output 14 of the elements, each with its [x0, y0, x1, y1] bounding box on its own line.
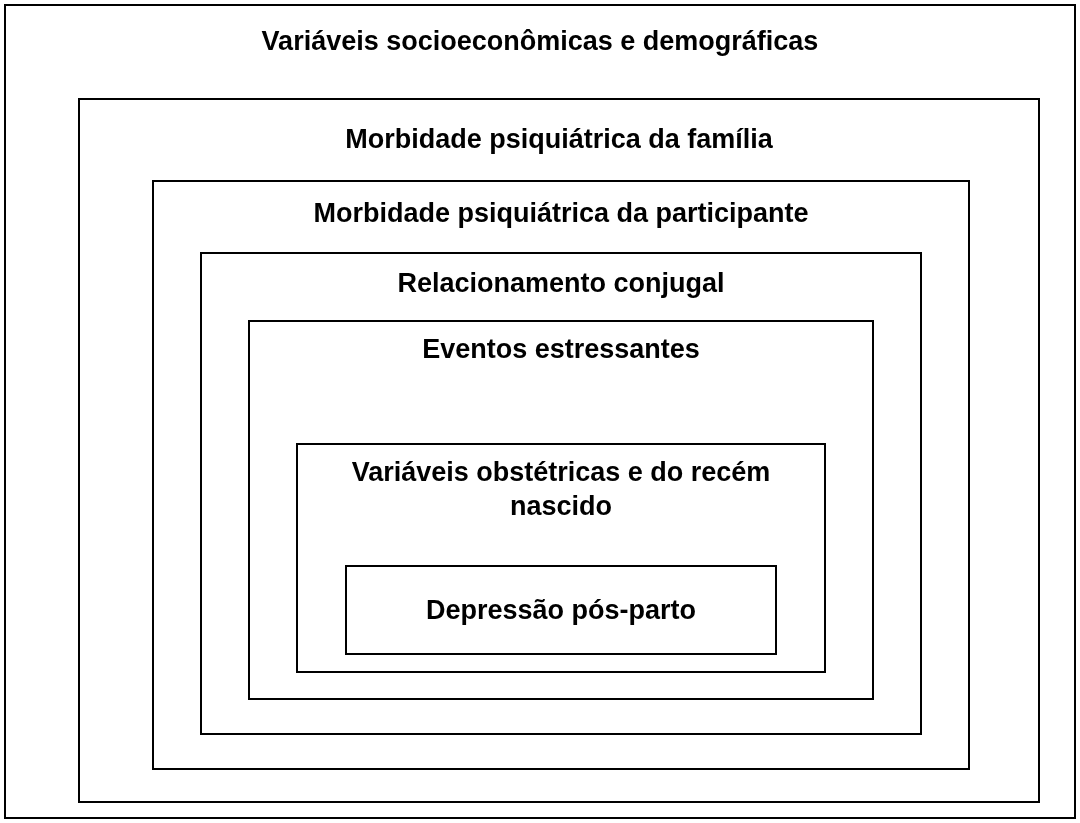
nested-box [200, 252, 922, 735]
nested-box [248, 320, 874, 700]
nested-box [296, 443, 826, 673]
nested-box [152, 180, 970, 770]
box-title: Depressão pós-parto [424, 594, 698, 627]
nested-box [345, 565, 777, 655]
box-title: Variáveis socioeconômicas e demográficas [260, 25, 820, 58]
box-title: Relacionamento conjugal [396, 267, 726, 300]
outer-box [4, 4, 1076, 819]
nested-box [78, 98, 1040, 803]
box-title: Morbidade psiquiátrica da participante [312, 197, 810, 230]
box-title: Variáveis obstétricas e do recém nascido [350, 456, 772, 523]
box-title: Morbidade psiquiátrica da família [344, 123, 774, 156]
box-title: Eventos estressantes [421, 333, 701, 366]
